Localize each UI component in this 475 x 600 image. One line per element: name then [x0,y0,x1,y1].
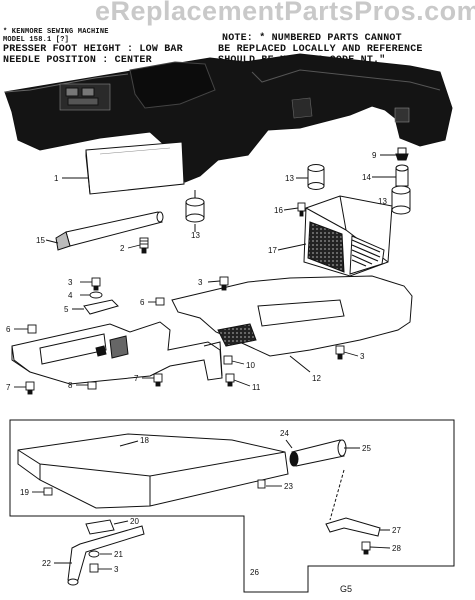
callout-3b: 3 [198,278,203,287]
part-2-screw [127,237,149,254]
callout-14: 14 [362,173,371,182]
watermark: eReplacementPartsPros.com [95,0,475,26]
part-28-screw [361,541,391,555]
callout-18: 18 [140,436,149,445]
callout-3a: 3 [68,278,73,287]
callout-7a: 7 [6,383,11,392]
callout-6b: 6 [140,298,145,307]
callout-24: 24 [280,429,289,438]
callout-9: 9 [372,151,377,160]
callout-4: 4 [68,291,73,300]
header-line-2: MODEL 158.1 [?] [3,36,70,44]
part-17-housing [277,195,393,277]
callout-26: 26 [250,568,259,577]
part-19-screw [32,487,53,496]
callout-22: 22 [42,559,51,568]
header-line-3: PRESSER FOOT HEIGHT : LOW BAR [3,44,183,55]
part-27-lever [325,469,390,537]
callout-13b: 13 [191,231,200,240]
part-9-screw [380,147,409,161]
part-3-screw-a [207,276,229,291]
callout-6a: 6 [6,325,11,334]
part-3-screw-c [80,277,101,291]
part-16-screw [283,202,306,217]
bracket-frame [11,321,223,385]
part-24-25-shaft [285,439,360,467]
callout-28: 28 [392,544,401,553]
note-line-2: BE REPLACED LOCALLY AND REFERENCE [218,44,423,55]
lower-parts-frame [9,419,455,593]
part-4-washer [80,291,103,299]
part-7-screw-a [14,381,35,395]
callout-3d: 3 [114,565,119,574]
part-7-screw-b [142,373,163,387]
part-21-washer [88,550,112,558]
part-1-plate [62,141,185,195]
callout-13c: 13 [378,197,387,206]
note-line-1: NOTE: * NUMBERED PARTS CANNOT [222,33,402,44]
callout-16: 16 [274,206,283,215]
part-10-screw [223,355,245,365]
callout-27: 27 [392,526,401,535]
part-6-screw-b [148,297,165,306]
callout-10: 10 [246,361,255,370]
callout-11: 11 [252,383,261,392]
callout-5: 5 [64,305,69,314]
part-11-screw [225,373,251,387]
callout-19: 19 [20,488,29,497]
part-3-screw-d [89,563,112,573]
part-8-screw [76,381,97,390]
part-5-clip [72,299,119,315]
part-20-clip [85,519,129,535]
callout-3c: 3 [360,352,365,361]
callout-12: 12 [312,374,321,383]
header-line-4: NEEDLE POSITION : CENTER [3,55,152,66]
callout-7b: 7 [134,374,139,383]
callout-15: 15 [36,236,45,245]
header-line-1: * KENMORE SEWING MACHINE [3,28,109,36]
callout-21: 21 [114,550,123,559]
callout-23: 23 [284,482,293,491]
callout-2: 2 [120,244,125,253]
callout-17: 17 [268,246,277,255]
part-15-rod [45,211,164,251]
page-code: G5 [340,584,352,594]
callout-25: 25 [362,444,371,453]
part-22-bent-rod [54,525,145,586]
part-23-screw [257,479,282,489]
callout-1: 1 [54,174,59,183]
callout-labels: 1 2 3 3 3 3 4 5 6 6 7 7 8 9 10 11 12 13 … [6,151,401,594]
callout-20: 20 [130,517,139,526]
part-12-baseplate [171,275,413,373]
machine-base [4,53,453,183]
callout-8: 8 [68,381,73,390]
part-13-bushing-left [185,190,205,232]
callout-13a: 13 [285,174,294,183]
part-3-screw-b [335,345,359,360]
part-14-sleeve [372,164,409,187]
part-18-cover [17,433,289,509]
part-6-screw-a [14,324,37,334]
